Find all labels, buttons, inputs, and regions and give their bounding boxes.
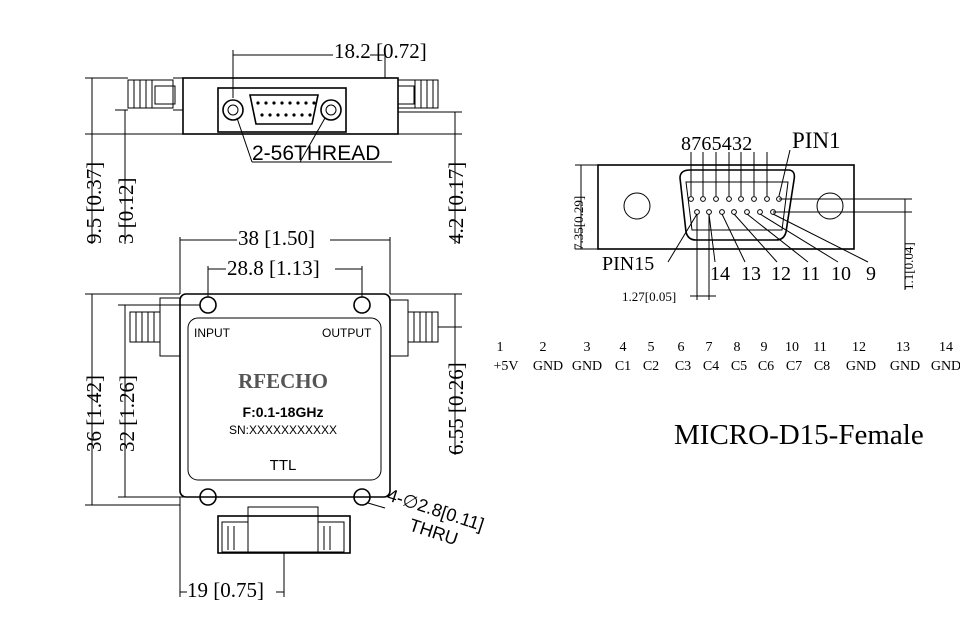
pin-number: 14 — [939, 340, 953, 355]
pin15-label: PIN15 — [602, 253, 654, 275]
pin-number: 11 — [813, 340, 826, 355]
pin-number: 7 — [706, 340, 713, 355]
pin-number: 4 — [620, 340, 627, 355]
bottom-pin-13: 13 — [741, 263, 761, 285]
control-label: TTL — [270, 457, 297, 474]
pin-number: 8 — [734, 340, 741, 355]
pin-function: C4 — [703, 359, 719, 374]
bottom-pin-11: 11 — [801, 263, 820, 285]
pin-number: 9 — [761, 340, 768, 355]
connector-offset-dim: 6.55 [0.26] — [444, 362, 468, 455]
input-label: INPUT — [194, 326, 231, 340]
pitch-dim: 1.27[0.05] — [622, 289, 676, 304]
bottom-pin-14: 14 — [710, 263, 730, 285]
connector-name: MICRO-D15-Female — [674, 419, 924, 451]
pin-function: +5V — [493, 359, 518, 374]
pin-function: C2 — [643, 359, 659, 374]
connector-height-dim: 7.35[0.29] — [571, 196, 586, 250]
pin-number: 3 — [584, 340, 591, 355]
pin-number: 1 — [497, 340, 504, 355]
hole-spacing-dim: 28.8 [1.13] — [227, 256, 320, 280]
row-dim: 1.1[0.04] — [901, 242, 916, 290]
pin-number: 5 — [648, 340, 655, 355]
height-small-dim: 3 [0.12] — [114, 178, 138, 245]
pin-number: 2 — [540, 340, 547, 355]
frequency-label: F:0.1-18GHz — [243, 404, 324, 420]
pin-function: C6 — [758, 359, 774, 374]
pin-function: GND — [533, 359, 563, 374]
bottom-pin-12: 12 — [771, 263, 791, 285]
pin-function: C5 — [731, 359, 747, 374]
body-height-dim: 36 [1.42] — [82, 375, 106, 452]
pin1-label: PIN1 — [792, 128, 841, 153]
top-width-dim: 18.2 [0.72] — [334, 39, 427, 63]
pin-number: 10 — [785, 340, 799, 355]
serial-label: SN:XXXXXXXXXXX — [229, 423, 337, 437]
pin-function: GND — [572, 359, 602, 374]
pin-function: C1 — [615, 359, 631, 374]
height-left-dim: 9.5 [0.37] — [82, 162, 106, 244]
hole-height-dim: 32 [1.26] — [115, 375, 139, 452]
front-view: INPUT OUTPUT RFECHO F:0.1-18GHz SN:XXXXX… — [82, 226, 486, 602]
top-view: 18.2 [0.72] 2-56THREAD 9.5 [0.37] 3 [0.1… — [82, 39, 468, 244]
pinout-table: 1 2 3 4 5 6 7 8 9 10 11 12 13 14 +5V GND… — [493, 340, 960, 374]
bottom-pin-10: 10 — [831, 263, 851, 285]
height-right-dim: 4.2 [0.17] — [444, 162, 468, 244]
pin-function: C7 — [786, 359, 802, 374]
pin-function: GND — [846, 359, 876, 374]
thread-label: 2-56THREAD — [252, 142, 380, 165]
pin-function: C8 — [814, 359, 830, 374]
body-width-dim: 38 [1.50] — [238, 226, 315, 250]
pin-number: 12 — [852, 340, 866, 355]
pin-function: GND — [890, 359, 920, 374]
output-label: OUTPUT — [322, 326, 372, 340]
micro-d-connector: 8765432 PIN1 PIN15 14 13 12 11 10 9 7.35… — [571, 128, 916, 304]
bottom-pin-9: 9 — [866, 263, 876, 285]
brand-label: RFECHO — [238, 369, 328, 393]
pin-number: 13 — [896, 340, 910, 355]
pin-function: C3 — [675, 359, 691, 374]
pin-number: 6 — [678, 340, 685, 355]
top-pin-numbers: 8765432 — [681, 133, 752, 155]
pin-function: GND — [931, 359, 960, 374]
bottom-width-dim: 19 [0.75] — [187, 578, 264, 602]
